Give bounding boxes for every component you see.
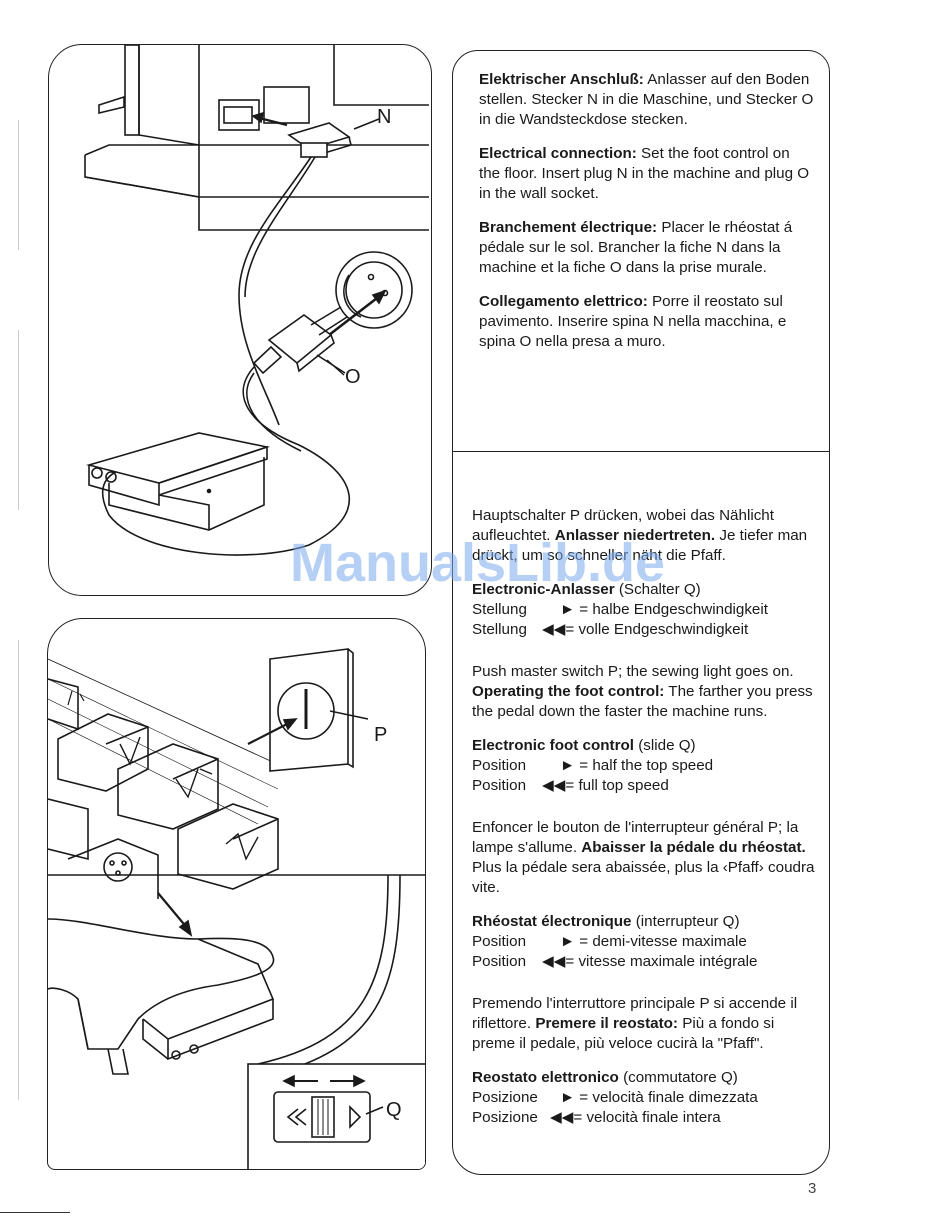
illustration-electrical-connection: N O [48,44,432,596]
fast-reverse-icon: ◀◀ [550,1109,574,1126]
scan-margin-mark [18,330,19,510]
scan-margin-mark [18,640,19,1100]
subtitle-de: Electronic-Anlasser [472,581,615,598]
title-en: Electrical connection: [479,145,637,162]
connection-drawing: N O [84,45,429,556]
watermark: ManualsLib.de [290,533,666,593]
intro-de: Hauptschalter P drücken, wobei das Nähli… [472,507,808,564]
para-fr: Branchement électrique: Placer le rhéost… [479,219,793,276]
illustration-foot-control: P Q [47,618,426,1170]
para-it: Collegamento elettrico: Porre il reostat… [479,293,787,350]
page-number: 3 [808,1180,817,1197]
foot-control-section: Hauptschalter P drücken, wobei das Nähli… [472,506,820,1128]
title-de: Elektrischer Anschluß: [479,71,644,88]
label-P: P [374,724,387,746]
play-icon: ► [560,601,580,618]
para-en: Electrical connection: Set the foot cont… [479,145,810,202]
intro-fr: Enfoncer le bouton de l'interrupteur gén… [472,819,815,896]
electrical-connection-section: Elektrischer Anschluß: Anlasser auf den … [479,70,814,352]
intro-it: Premendo l'interruttore principale P si … [472,995,798,1052]
subtitle-en: Electronic foot control [472,737,635,754]
fast-reverse-icon: ◀◀ [542,953,566,970]
fast-reverse-icon: ◀◀ [542,777,566,794]
title-it: Collegamento elettrico: [479,293,648,310]
footer-rule [0,1212,70,1213]
text-panel [452,50,830,1175]
switch-and-pedal-drawing: P Q [48,648,425,1169]
label-O: O [345,366,361,388]
play-icon: ► [560,933,580,950]
label-Q: Q [386,1099,402,1121]
play-icon: ► [560,757,580,774]
para-de: Elektrischer Anschluß: Anlasser auf den … [479,71,814,128]
subtitle-fr: Rhéostat électronique [472,913,632,930]
title-fr: Branchement électrique: [479,219,658,236]
label-N: N [377,106,391,128]
panel-divider [453,451,829,452]
fast-reverse-icon: ◀◀ [542,621,566,638]
intro-en: Push master switch P; the sewing light g… [472,663,813,720]
subtitle-it: Reostato elettronico [472,1069,619,1086]
scan-margin-mark [18,120,19,250]
play-icon: ► [560,1089,580,1106]
